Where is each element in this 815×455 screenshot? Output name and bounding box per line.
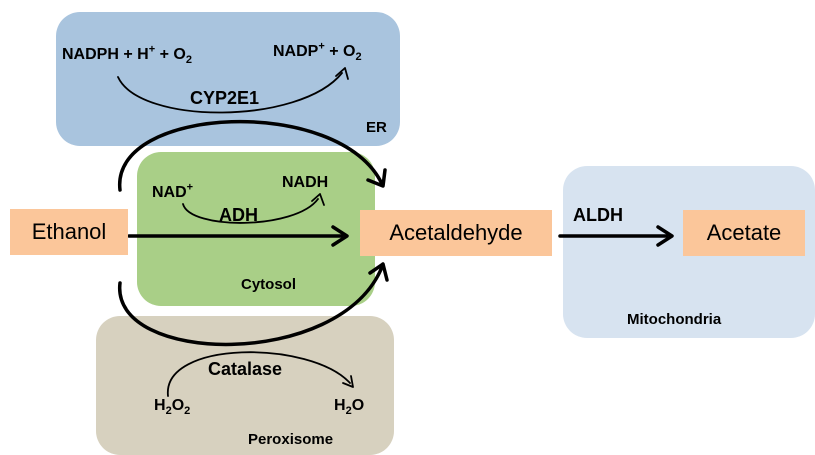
adh-cofactor-arrow [182, 198, 319, 224]
cytosol-cofactor-input: NAD+ [152, 181, 194, 201]
cyp2e1-label: CYP2E1 [190, 88, 260, 108]
peroxisome-cofactor-output: H2O [334, 397, 365, 418]
acetate-box: Acetate [683, 210, 805, 256]
cytosol-cofactor-output: NADH [282, 174, 329, 191]
peroxisome-bypass-arrow [118, 265, 384, 347]
peroxisome-compartment [96, 316, 394, 455]
er-cofactor-input: NADPH + H+ + O2 [62, 43, 192, 67]
catalase-label: Catalase [208, 359, 283, 379]
adh-label: ADH [219, 205, 258, 225]
mitochondria-label: Mitochondria [627, 311, 722, 328]
peroxisome-cofactor-input: H2O2 [154, 397, 191, 418]
acetaldehyde-box: Acetaldehyde [360, 210, 552, 256]
cytosol-label: Cytosol [241, 276, 297, 293]
cyp2e1-cofactor-arrow [117, 72, 343, 114]
catalase-cofactor-arrow [167, 351, 351, 397]
peroxisome-label: Peroxisome [248, 431, 334, 448]
er-label: ER [366, 119, 387, 136]
er-cofactor-output: NADP+ + O2 [273, 40, 362, 64]
ethanol-box: Ethanol [10, 209, 128, 255]
er-compartment [56, 12, 400, 146]
aldh-label: ALDH [573, 205, 623, 225]
er-bypass-arrow [118, 119, 384, 192]
